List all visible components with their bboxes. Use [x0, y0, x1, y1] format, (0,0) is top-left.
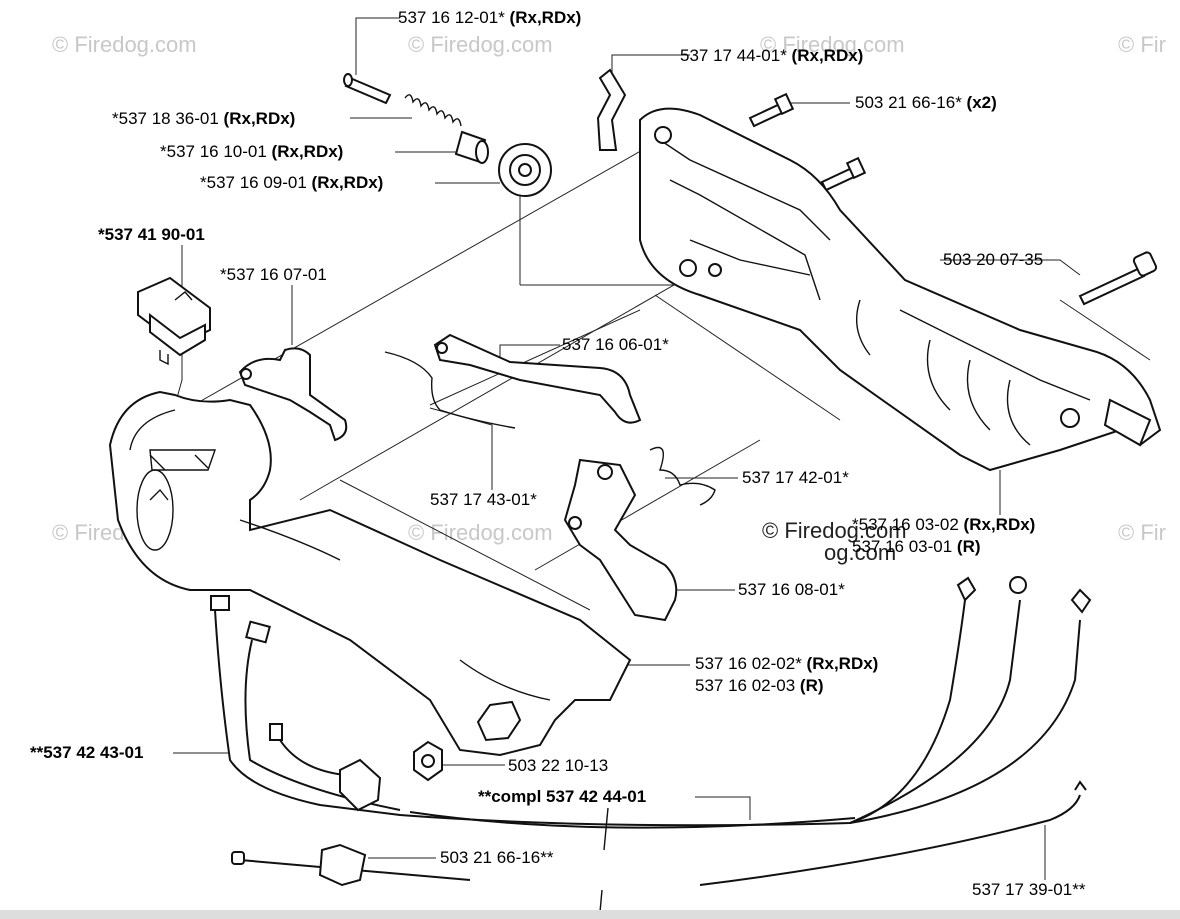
- trigger-lock-part: [238, 347, 348, 442]
- callout-label: 503 21 66-16**: [440, 848, 554, 867]
- callout-label: **compl 537 42 44-01: [478, 787, 647, 806]
- callout-label: *537 16 10-01 (Rx,RDx): [160, 142, 344, 161]
- callout-label: *537 16 07-01: [220, 265, 327, 284]
- watermark: © Fir: [1118, 32, 1166, 57]
- watermark: © Firedog.com: [52, 32, 197, 57]
- callout-label: 503 21 66-16* (x2): [855, 93, 997, 112]
- connector: [210, 595, 230, 611]
- callout-label: 503 20 07-35: [943, 250, 1044, 269]
- callout-label: 537 17 44-01* (Rx,RDx): [680, 46, 864, 65]
- watermark: © Fir: [1118, 520, 1166, 545]
- callout-label: *537 16 03-02 (Rx,RDx): [852, 515, 1036, 534]
- callout-label: 537 16 02-02* (Rx,RDx): [695, 654, 879, 673]
- callout-label: 537 16 03-01 (R): [852, 537, 981, 556]
- trigger-spring: [649, 446, 716, 506]
- watermark-dark: og.com: [824, 540, 897, 565]
- watermark: © Firedog.com: [408, 32, 553, 57]
- spring-part: [404, 94, 462, 127]
- callout-label: 537 16 06-01*: [562, 335, 669, 354]
- callout-label: *537 18 36-01 (Rx,RDx): [112, 109, 296, 128]
- nut-part: [413, 740, 443, 782]
- callout-label: 503 22 10-13: [508, 756, 609, 775]
- callout-label: 537 17 43-01*: [430, 490, 537, 509]
- switch-part: [137, 276, 211, 366]
- adjuster-wheel-part: [498, 143, 552, 197]
- callout-label: 537 16 02-03 (R): [695, 676, 824, 695]
- throttle-cable: [384, 351, 516, 429]
- bushing-part: [454, 130, 489, 164]
- callout-label: 537 16 08-01*: [738, 580, 845, 599]
- watermark: © Firedog.com: [408, 520, 553, 545]
- callout-label: 537 17 39-01**: [972, 880, 1086, 899]
- throttle-link-part: [433, 333, 642, 424]
- screw-part: [820, 156, 867, 192]
- callout-label: 537 16 12-01* (Rx,RDx): [398, 8, 582, 27]
- callout-label: *537 16 09-01 (Rx,RDx): [200, 173, 384, 192]
- screw-part: [1078, 251, 1158, 306]
- handle-housing-part: [108, 390, 632, 757]
- handle-cover-part: [639, 107, 1162, 472]
- watermark: © Firedog.com: [760, 32, 905, 57]
- callout-label: **537 42 43-01: [30, 743, 144, 762]
- screw-part: [748, 92, 795, 128]
- watermark-dark: © Firedog.com: [762, 518, 907, 543]
- throttle-trigger-part: [563, 458, 678, 622]
- clip-part: [596, 68, 627, 151]
- bottom-border: [0, 910, 1180, 919]
- callout-label: *537 41 90-01: [98, 225, 205, 244]
- screw-part: [343, 73, 392, 105]
- wiring-harness: [210, 576, 1092, 913]
- callout-label: 537 17 42-01*: [742, 468, 849, 487]
